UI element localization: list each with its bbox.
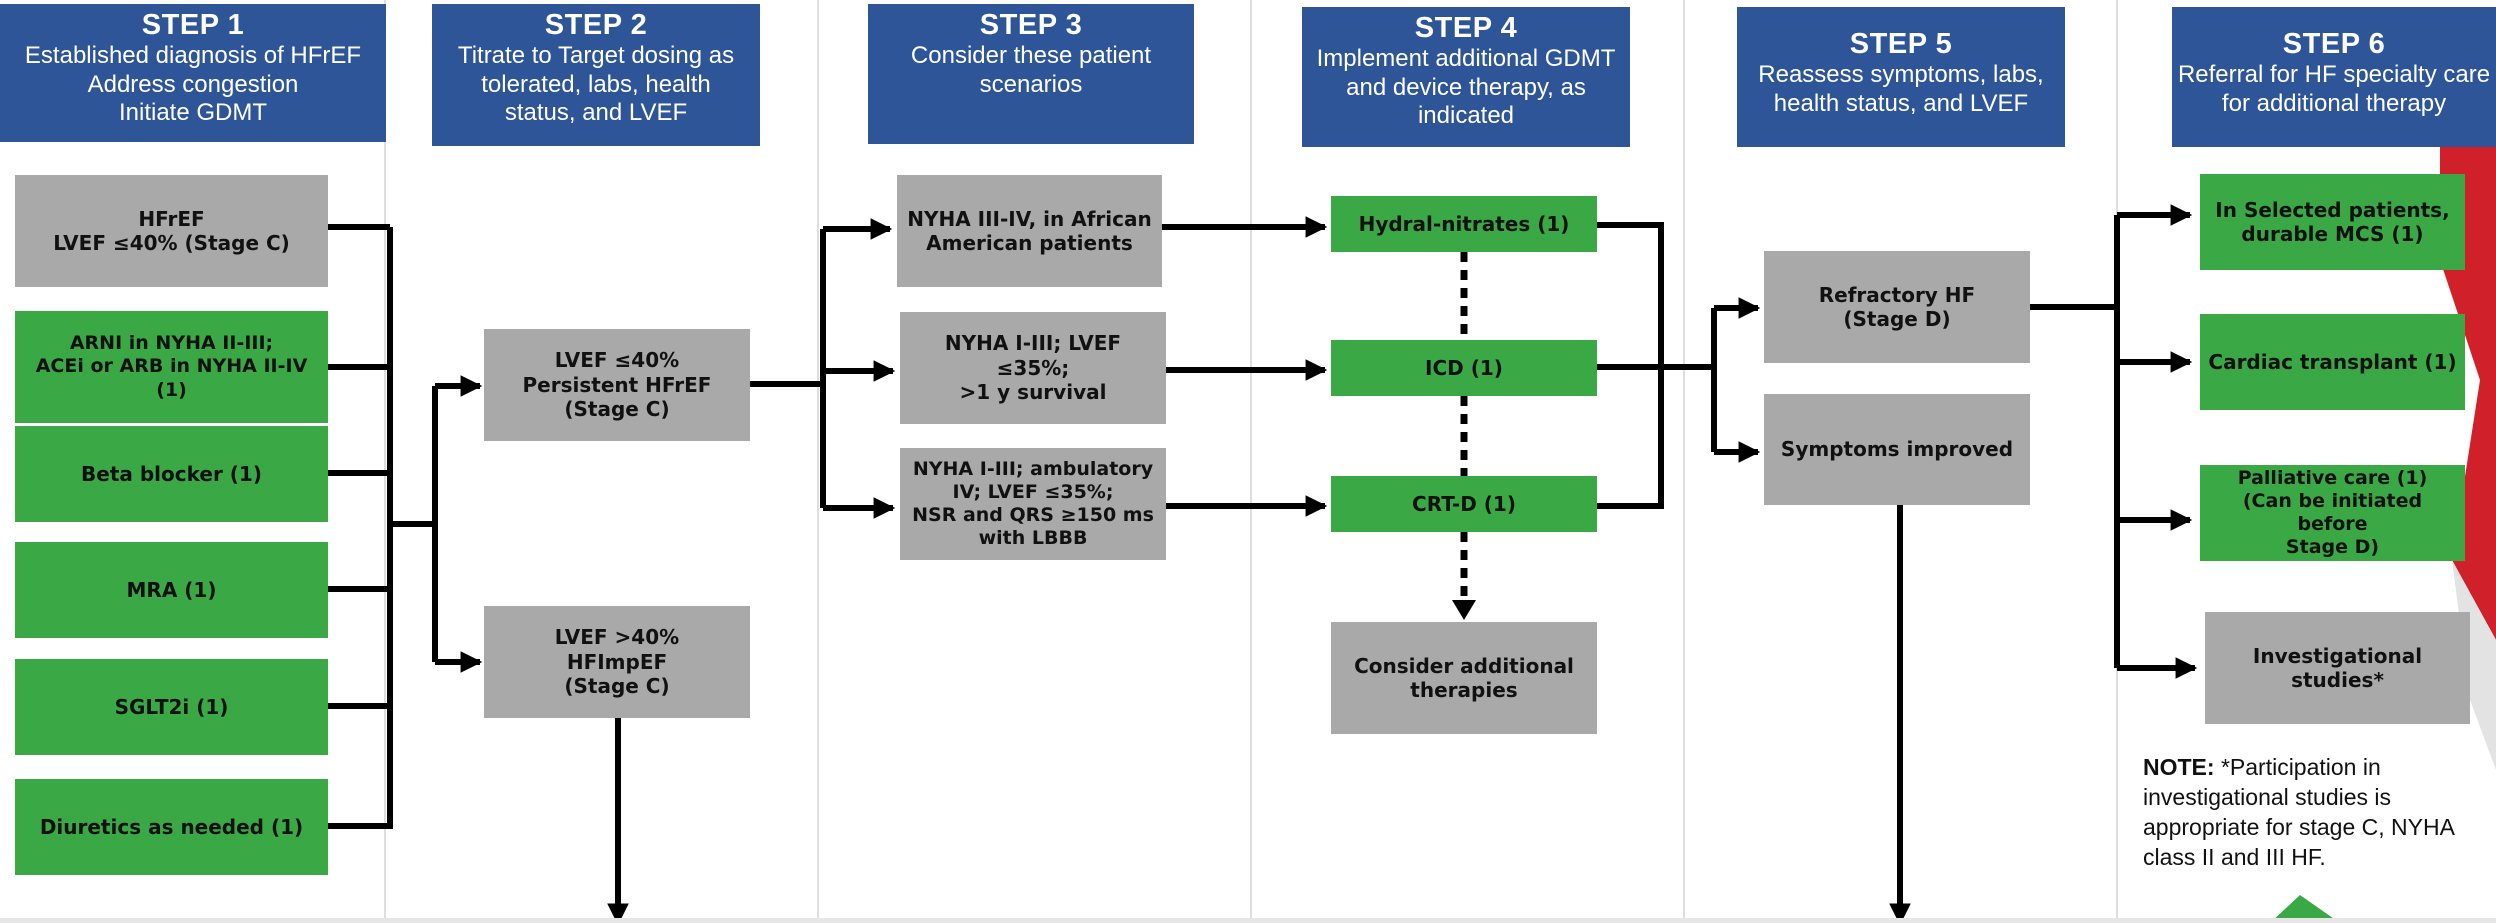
arni-box: ARNI in NYHA II-III; ACEi or ARB in NYHA… [15, 311, 328, 423]
hydral-nitrates-box: Hydral-nitrates (1) [1331, 196, 1597, 252]
step-description: Referral for HF specialty care for addit… [2177, 61, 2491, 117]
step6-header: STEP 6 Referral for HF specialty care fo… [2172, 7, 2496, 147]
column-dividers [384, 0, 2118, 918]
diuretics-box: Diuretics as needed (1) [15, 779, 328, 875]
step-number: STEP 2 [544, 9, 648, 41]
icd-scenario-box: NYHA I-III; LVEF ≤35%; >1 y survival [900, 312, 1166, 424]
african-american-scenario-box: NYHA III-IV, in African American patient… [897, 175, 1162, 287]
step-description: Implement additional GDMT and device the… [1316, 45, 1616, 129]
step-description: Titrate to Target dosing as tolerated, l… [457, 42, 735, 126]
persistent-hfref-box: LVEF ≤40% Persistent HFrEF (Stage C) [484, 329, 750, 441]
beta-blocker-box: Beta blocker (1) [15, 426, 328, 522]
sglt2i-box: SGLT2i (1) [15, 659, 328, 755]
step-number: STEP 6 [2282, 28, 2386, 60]
step4-bracket [1597, 222, 1714, 509]
crt-d-box: CRT-D (1) [1331, 476, 1597, 532]
mra-box: MRA (1) [15, 542, 328, 638]
symptoms-improved-box: Symptoms improved [1764, 394, 2030, 505]
step4-header: STEP 4 Implement additional GDMT and dev… [1302, 7, 1630, 147]
step2-header: STEP 2 Titrate to Target dosing as toler… [432, 4, 760, 146]
cardiac-transplant-box: Cardiac transplant (1) [2200, 314, 2465, 410]
consider-additional-therapies-box: Consider additional therapies [1331, 622, 1597, 734]
step-number: STEP 3 [979, 9, 1083, 41]
note-text: *Participation in investigational studie… [2143, 754, 2454, 870]
step3-header: STEP 3 Consider these patient scenarios [868, 4, 1194, 144]
investigational-studies-box: Investigational studies* [2205, 612, 2470, 724]
footnote: NOTE: *Participation in investigational … [2143, 753, 2463, 873]
step-description: Reassess symptoms, labs, health status, … [1758, 61, 2044, 117]
crt-scenario-box: NYHA I-III; ambulatory IV; LVEF ≤35%; NS… [900, 448, 1166, 560]
step-number: STEP 5 [1849, 28, 1953, 60]
hfref-box: HFrEF LVEF ≤40% (Stage C) [15, 175, 328, 287]
bottom-border [0, 918, 2496, 923]
step-description: Established diagnosis of HFrEF Address c… [24, 42, 362, 126]
step-number: STEP 1 [141, 9, 245, 41]
dotted-arrow-head [1452, 600, 1476, 620]
step5-header: STEP 5 Reassess symptoms, labs, health s… [1737, 7, 2065, 147]
step1-bracket-lines [328, 224, 393, 829]
note-label: NOTE: [2143, 754, 2215, 780]
icd-box: ICD (1) [1331, 340, 1597, 396]
step1-header: STEP 1 Established diagnosis of HFrEF Ad… [0, 4, 386, 142]
refractory-hf-box: Refractory HF (Stage D) [1764, 251, 2030, 363]
hfimpef-box: LVEF >40% HFImpEF (Stage C) [484, 606, 750, 718]
step-number: STEP 4 [1414, 12, 1518, 44]
durable-mcs-box: In Selected patients, durable MCS (1) [2200, 174, 2465, 270]
step-description: Consider these patient scenarios [910, 42, 1152, 98]
decorative-green-corner [2270, 895, 2340, 923]
palliative-care-box: Palliative care (1) (Can be initiated be… [2200, 465, 2465, 561]
